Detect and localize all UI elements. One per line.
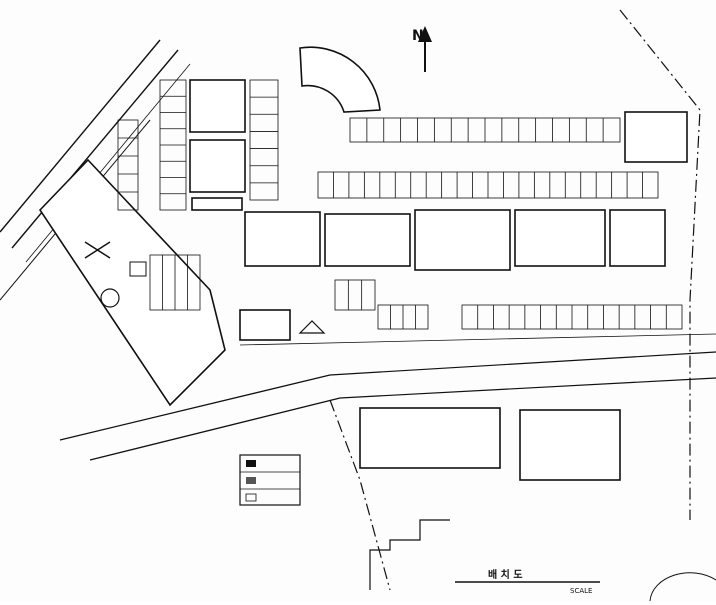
north-label: N [412, 28, 424, 44]
building-south [359, 407, 501, 469]
site-boundary [329, 9, 701, 591]
west-plaza [38, 158, 226, 407]
building-n3 [191, 197, 243, 211]
title-block: 배 치 도 SCALE [455, 568, 716, 602]
south-road [59, 333, 716, 461]
building-service [239, 309, 291, 341]
entrance-marker [298, 320, 326, 334]
parking-stalls [117, 79, 683, 481]
north-arrow: N [412, 26, 432, 72]
curved-building [299, 46, 381, 113]
plan-title: 배 치 도 [488, 568, 523, 581]
building-n1 [189, 79, 246, 133]
legend-box [239, 454, 301, 506]
building-southeast [519, 409, 621, 481]
scale-label: SCALE [570, 587, 592, 595]
main-building-row [244, 209, 666, 271]
stepped-stairs [369, 519, 450, 590]
building-ne [624, 111, 688, 163]
building-n2 [189, 139, 246, 193]
playground-symbol [84, 241, 147, 308]
